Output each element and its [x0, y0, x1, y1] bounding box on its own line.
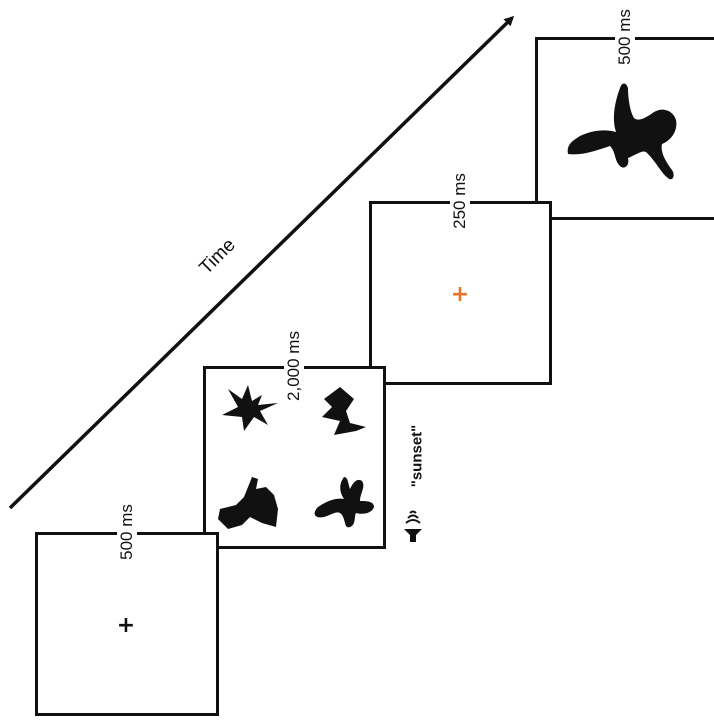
duration-label-target-shape: 500 ms: [615, 6, 635, 68]
duration-label-display: 2,000 ms: [284, 328, 304, 404]
duration-label-fixation-2: 250 ms: [450, 170, 470, 232]
fixation-cross-black: +: [116, 613, 136, 638]
shape-array-image: [218, 385, 374, 529]
duration-label-fixation-1: 500 ms: [117, 501, 137, 563]
frame-display-4-shapes: [203, 366, 386, 549]
target-shape-image: [567, 83, 677, 180]
fixation-cross-orange: +: [450, 282, 470, 307]
frame-fixation-1: [35, 532, 219, 716]
speaker-icon: [404, 510, 422, 542]
spoken-word-label: "sunset": [408, 424, 426, 488]
